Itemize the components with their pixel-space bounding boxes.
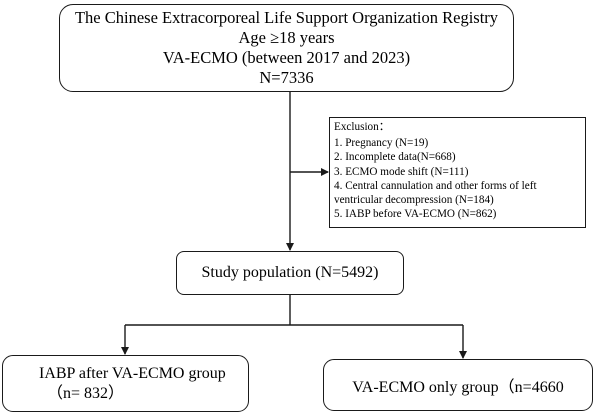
registry-title: The Chinese Extracorporeal Life Support …	[74, 8, 499, 27]
registry-period: VA-ECMO (between 2017 and 2023)	[162, 48, 411, 67]
exclusion-item: 5. IABP before VA-ECMO (N=862)	[334, 208, 497, 221]
registry-age-criterion: Age ≥18 years	[238, 28, 335, 47]
exclusion-title: Exclusion：	[334, 121, 390, 133]
exclusion-item: 1. Pregnancy (N=19)	[334, 137, 429, 150]
registry-count: N=7336	[259, 68, 314, 87]
exclusion-item: ventricular decompression (N=184)	[334, 194, 494, 207]
vaecmo-only-group-box: VA-ECMO only group（n=4660	[323, 359, 593, 411]
exclusion-item: 4. Central cannulation and other forms o…	[334, 179, 537, 192]
vaecmo-only-group-label: VA-ECMO only group（n=4660	[352, 379, 564, 396]
exclusion-item: 3. ECMO mode shift (N=111)	[334, 165, 469, 178]
study-population-box: Study population (N=5492)	[176, 251, 404, 295]
iabp-group-box: IABP after VA-ECMO group （n= 832）	[2, 355, 249, 412]
exclusion-box: Exclusion： 1. Pregnancy (N=19) 2. Incomp…	[329, 117, 586, 228]
iabp-group-label: IABP after VA-ECMO group	[39, 364, 226, 382]
exclusion-item: 2. Incomplete data(N=668)	[334, 151, 456, 164]
study-population-label: Study population (N=5492)	[201, 264, 379, 281]
registry-box: The Chinese Extracorporeal Life Support …	[59, 4, 514, 92]
iabp-group-count: （n= 832）	[47, 384, 125, 402]
